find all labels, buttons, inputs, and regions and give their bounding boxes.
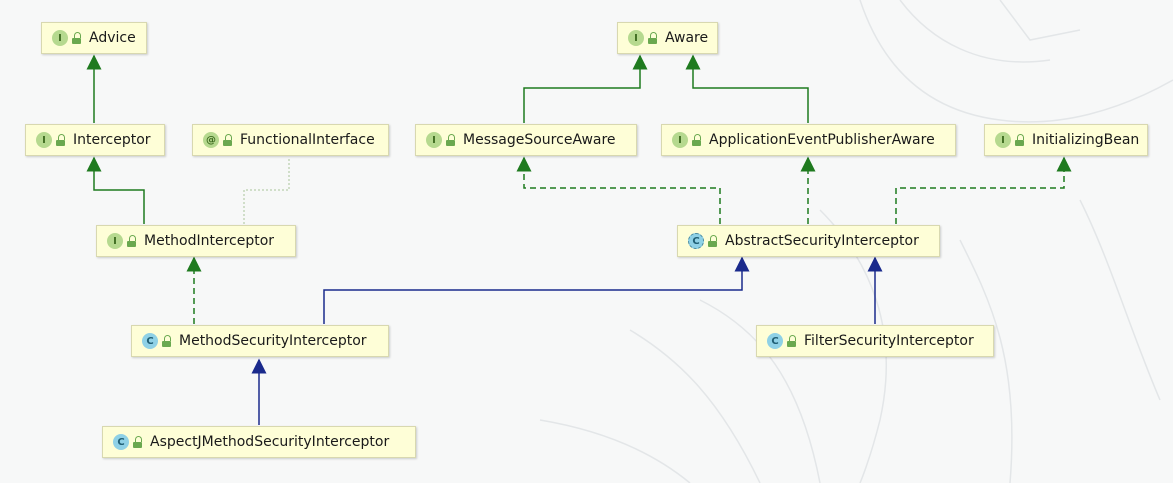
lock-icon — [1015, 134, 1026, 146]
node-abstract-security-interceptor[interactable]: C AbstractSecurityInterceptor — [677, 225, 940, 257]
class-icon: C — [113, 434, 129, 450]
lock-icon — [72, 32, 83, 44]
node-label: AspectJMethodSecurityInterceptor — [150, 434, 390, 450]
node-label: Advice — [89, 30, 136, 46]
lock-icon — [446, 134, 457, 146]
node-aspectj-method-security-interceptor[interactable]: C AspectJMethodSecurityInterceptor — [102, 426, 416, 458]
node-initializing-bean[interactable]: I InitializingBean — [984, 124, 1148, 156]
node-message-source-aware[interactable]: I MessageSourceAware — [415, 124, 637, 156]
node-filter-security-interceptor[interactable]: C FilterSecurityInterceptor — [756, 325, 994, 357]
interface-icon: I — [995, 132, 1011, 148]
lock-icon — [133, 436, 144, 448]
lock-icon — [127, 235, 138, 247]
node-label: Interceptor — [73, 132, 151, 148]
lock-icon — [787, 335, 798, 347]
node-label: MessageSourceAware — [463, 132, 616, 148]
lock-icon — [162, 335, 173, 347]
edge-messagesourceaware-extends-aware — [523, 54, 648, 123]
interface-icon: I — [36, 132, 52, 148]
class-icon: C — [142, 333, 158, 349]
lock-icon — [708, 235, 719, 247]
lock-icon — [223, 134, 234, 146]
abstract-class-icon: C — [688, 233, 704, 249]
interface-icon: I — [52, 30, 68, 46]
node-label: InitializingBean — [1032, 132, 1140, 148]
node-label: ApplicationEventPublisherAware — [709, 132, 935, 148]
node-application-event-publisher-aware[interactable]: I ApplicationEventPublisherAware — [661, 124, 956, 156]
node-interceptor[interactable]: I Interceptor — [25, 124, 165, 156]
lock-icon — [56, 134, 67, 146]
node-method-security-interceptor[interactable]: C MethodSecurityInterceptor — [131, 325, 389, 357]
node-label: MethodSecurityInterceptor — [179, 333, 367, 349]
node-label: FilterSecurityInterceptor — [804, 333, 974, 349]
node-method-interceptor[interactable]: I MethodInterceptor — [96, 225, 296, 257]
interface-icon: I — [107, 233, 123, 249]
edge-methodinterceptor-extends-interceptor — [86, 156, 145, 224]
edge-methodsecurityinterceptor-extends-abstractsecurityinterceptor — [323, 256, 750, 324]
class-icon: C — [767, 333, 783, 349]
lock-icon — [692, 134, 703, 146]
lock-icon — [648, 32, 659, 44]
interface-icon: I — [628, 30, 644, 46]
interface-icon: I — [672, 132, 688, 148]
edge-applicationeventpublisheraware-extends-aware — [685, 54, 809, 123]
edge-abstractsecurityinterceptor-implements-initializingbean — [895, 156, 1072, 224]
edge-methodinterceptor-annotated-functionalinterface — [243, 157, 290, 224]
node-label: AbstractSecurityInterceptor — [725, 233, 919, 249]
node-label: MethodInterceptor — [144, 233, 275, 249]
edge-abstractsecurityinterceptor-implements-messagesourceaware — [516, 156, 721, 224]
node-advice[interactable]: I Advice — [41, 22, 147, 54]
node-aware[interactable]: I Aware — [617, 22, 718, 54]
node-label: FunctionalInterface — [240, 132, 375, 148]
interface-icon: I — [426, 132, 442, 148]
node-label: Aware — [665, 30, 709, 46]
annotation-icon: @ — [203, 132, 219, 148]
node-functional-interface[interactable]: @ FunctionalInterface — [192, 124, 389, 156]
